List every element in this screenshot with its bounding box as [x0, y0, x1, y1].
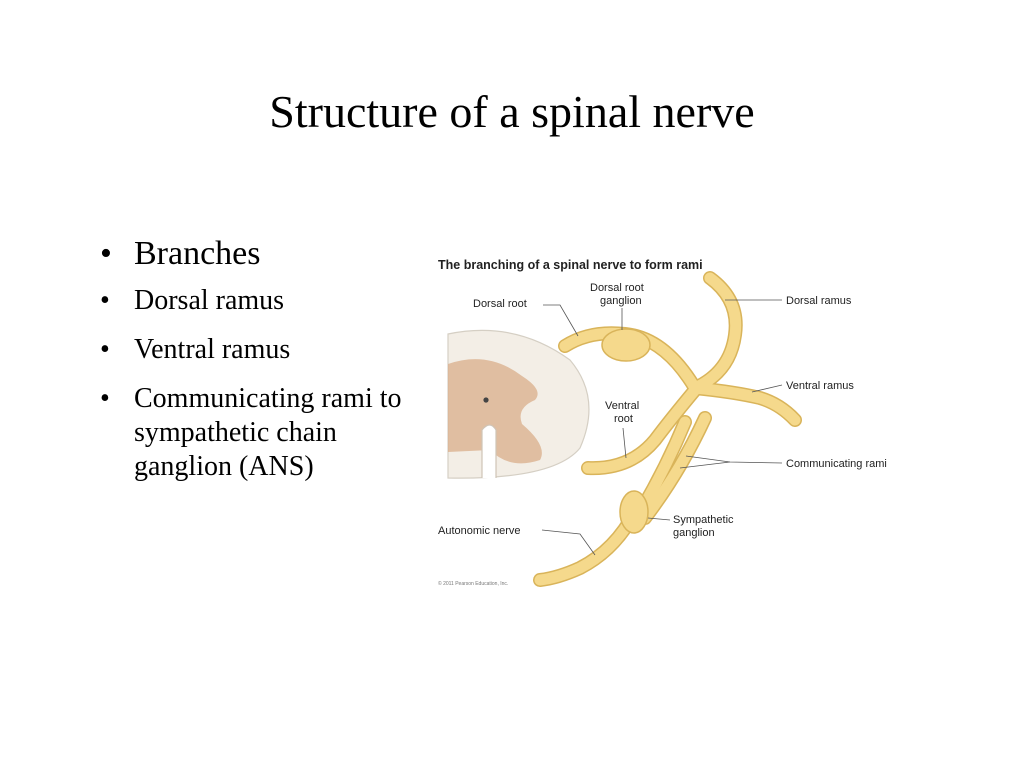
label-dorsal-ramus: Dorsal ramus	[786, 295, 852, 307]
slide-title: Structure of a spinal nerve	[269, 86, 755, 137]
gray-matter	[448, 359, 542, 464]
label-ventral-root-line1: Ventral	[605, 400, 639, 412]
anterior-median-fissure	[481, 424, 497, 478]
label-dorsal-root-ganglion-line2: ganglion	[600, 295, 642, 307]
label-autonomic-nerve: Autonomic nerve	[438, 525, 521, 537]
label-sympathetic-ganglion-line1: Sympathetic	[673, 514, 734, 526]
label-ventral-ramus: Ventral ramus	[786, 380, 854, 392]
label-sympathetic-ganglion-line2: ganglion	[673, 527, 715, 539]
bullet-ventral-ramus: Ventral ramus	[96, 333, 436, 367]
label-dorsal-root-ganglion-line1: Dorsal root	[590, 282, 644, 294]
central-canal	[483, 397, 489, 403]
label-dorsal-root: Dorsal root	[473, 298, 527, 310]
bullet-branches: Branches	[96, 232, 436, 276]
sympathetic-ganglion-shape	[619, 490, 649, 534]
diagram-svg: The branching of a spinal nerve to form …	[438, 258, 887, 587]
spinal-nerve-diagram: The branching of a spinal nerve to form …	[430, 250, 930, 590]
nerve-structures	[533, 271, 802, 587]
figure-credit: © 2011 Pearson Education, Inc.	[438, 580, 508, 587]
leader-lines	[541, 299, 783, 556]
label-communicating-rami: Communicating rami	[786, 458, 887, 470]
label-ventral-root-line2: root	[614, 413, 633, 425]
figure-title: The branching of a spinal nerve to form …	[438, 258, 703, 272]
bullet-dorsal-ramus: Dorsal ramus	[96, 284, 436, 318]
dorsal-root-ganglion-shape	[601, 328, 651, 362]
spinal-cord-section	[447, 329, 590, 479]
bullet-communicating-rami: Communicating rami to sympathetic chain …	[96, 382, 436, 484]
bullet-list: Branches Dorsal ramus Ventral ramus Comm…	[96, 232, 436, 499]
